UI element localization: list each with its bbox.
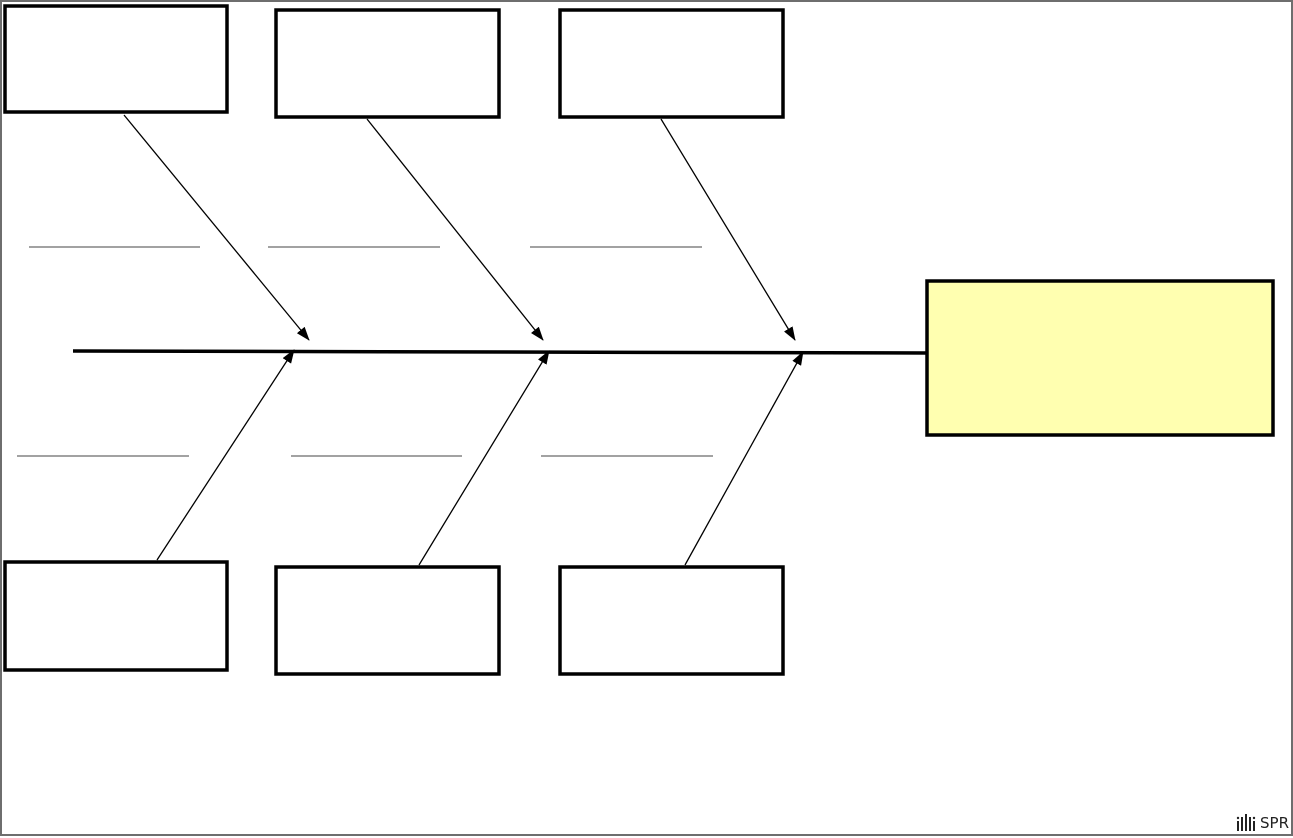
branch-arrow-top-1	[123, 114, 310, 341]
branch-arrow-bottom-3	[684, 351, 804, 566]
category-box-bottom-1[interactable]	[3, 560, 229, 672]
category-box-bottom-2[interactable]	[274, 565, 501, 676]
bars-logo-icon	[1236, 814, 1256, 831]
category-box-top-3[interactable]	[558, 8, 785, 119]
watermark: SPR	[1236, 813, 1289, 831]
category-box-bottom-3[interactable]	[558, 565, 785, 676]
branch-arrow-top-2	[366, 118, 544, 341]
category-box-top-1[interactable]	[3, 4, 229, 114]
branch-arrow-bottom-1	[156, 349, 295, 561]
watermark-text: SPR	[1260, 814, 1289, 832]
head-box[interactable]	[925, 279, 1275, 437]
fishbone-spine	[72, 349, 929, 355]
category-box-top-2[interactable]	[274, 8, 501, 119]
branch-arrow-bottom-2	[418, 350, 550, 566]
branch-arrow-top-3	[660, 118, 796, 341]
